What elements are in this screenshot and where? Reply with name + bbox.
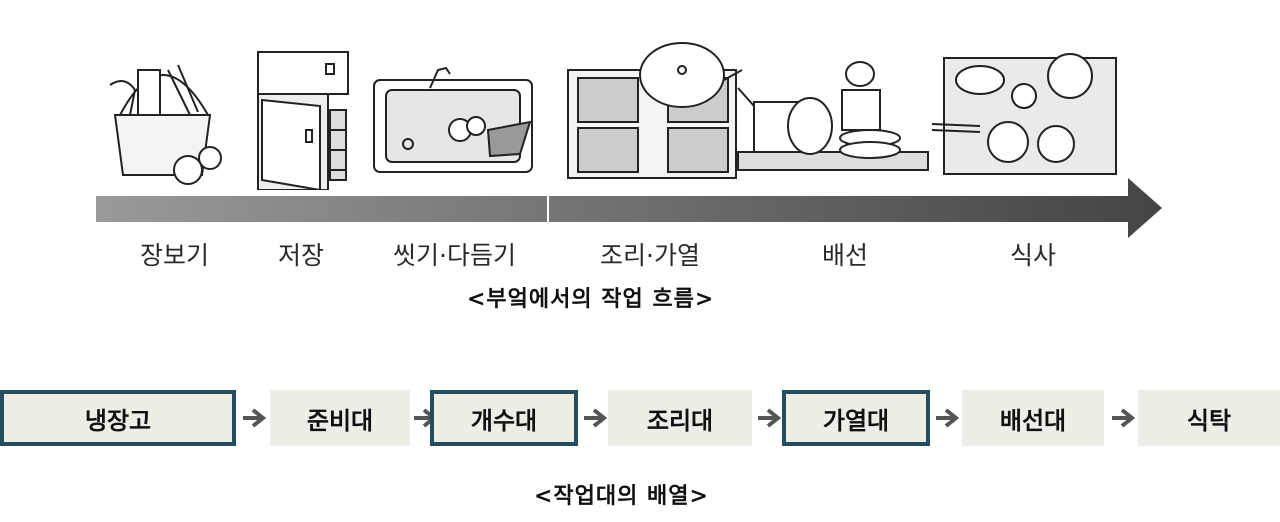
step-label: 저장 [278, 236, 324, 272]
stations-caption: <작업대의 배열> [534, 478, 709, 510]
refrigerator-icon [258, 52, 348, 190]
station-serving: 배선대 [962, 390, 1104, 446]
station-sink: 개수대 [430, 390, 578, 446]
right-arrow-icon [241, 406, 267, 430]
stove-icon [568, 43, 742, 178]
flow-caption: <부엌에서의 작업 흐름> [467, 281, 714, 313]
shopping-basket-icon [110, 65, 221, 184]
right-arrow-icon [1110, 406, 1136, 430]
step-label: 장보기 [140, 236, 209, 272]
kitchen-workflow-illustration [90, 30, 1180, 190]
station-dining-table: 식탁 [1138, 390, 1280, 446]
station-cooking: 조리대 [608, 390, 752, 446]
right-arrow-icon [934, 406, 960, 430]
step-label: 조리·가열 [600, 236, 700, 272]
station-refrigerator: 냉장고 [0, 390, 236, 446]
dining-table-icon [932, 54, 1116, 174]
station-prep: 준비대 [270, 390, 410, 446]
right-arrow-icon [582, 406, 608, 430]
serving-counter-icon [738, 62, 928, 170]
workflow-arrow [96, 176, 1166, 238]
step-label: 식사 [1010, 236, 1056, 272]
step-label: 배선 [822, 236, 868, 272]
right-arrow-icon [756, 406, 782, 430]
station-heating: 가열대 [782, 390, 930, 446]
sink-icon [374, 68, 532, 172]
step-label: 씻기·다듬기 [393, 236, 516, 272]
